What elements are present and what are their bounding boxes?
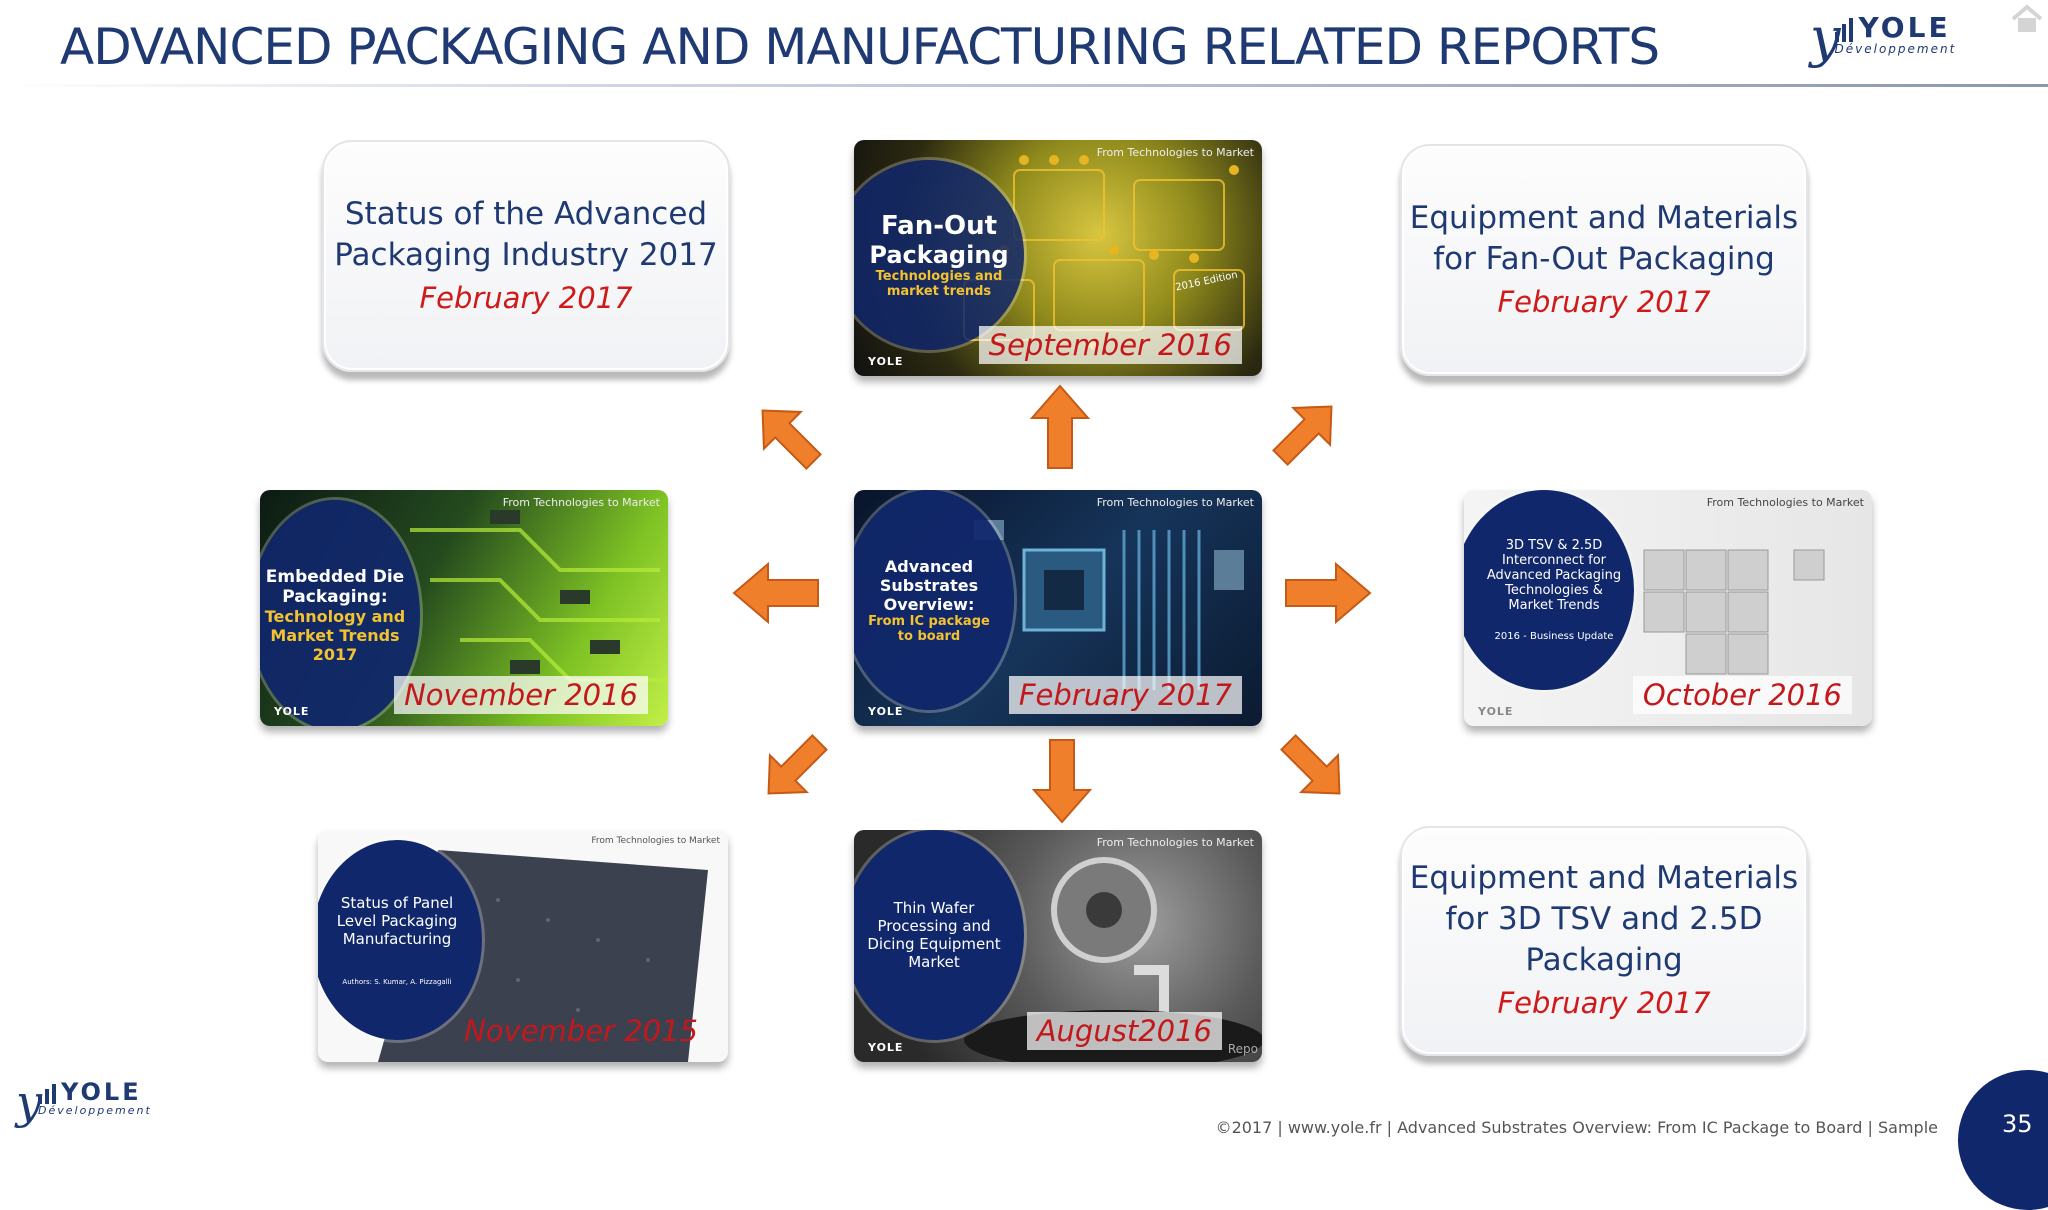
cover-subtitle: From IC package: [868, 613, 990, 629]
report-date: August2016: [1026, 1012, 1222, 1050]
cover-subtitle: Technology and: [264, 606, 406, 626]
report-card-3dtsv-equipment[interactable]: Equipment and Materials for 3D TSV and 2…: [1400, 826, 1808, 1056]
arrow-down-left-icon: [767, 734, 828, 795]
cover-authors: Authors: S. Kumar, A. Pizzagalli: [342, 978, 452, 986]
cover-subtitle: market trends: [886, 284, 992, 299]
home-icon[interactable]: [2010, 4, 2044, 34]
cover-title: Advanced Packaging: [1486, 568, 1622, 583]
footer-text: ©2017 | www.yole.fr | Advanced Substrate…: [1215, 1118, 1938, 1137]
cubes-image: [1643, 549, 1825, 675]
cover-title: Level Packaging: [336, 912, 458, 930]
report-date: February 2017: [1497, 986, 1711, 1020]
report-card-advanced-packaging-status[interactable]: Status of the Advanced Packaging Industr…: [322, 140, 730, 372]
cover-title: Dicing Equipment: [867, 935, 1001, 953]
cover-subtitle: Market Trends: [1508, 598, 1600, 613]
cover-title: Processing and: [877, 917, 991, 935]
cover-title: Packaging: [869, 241, 1009, 269]
report-cover-embedded-die[interactable]: Embedded Die Packaging: Technology and M…: [260, 490, 668, 726]
motherboard-image: [974, 520, 1244, 690]
report-title-line: for Fan-Out Packaging: [1433, 240, 1775, 277]
report-date: November 2016: [394, 676, 648, 714]
arrow-right-icon: [1285, 561, 1372, 625]
slide-title: ADVANCED PACKAGING AND MANUFACTURING REL…: [60, 18, 1660, 76]
cover-title-circle: Fan-Out Packaging Technologies and marke…: [854, 160, 1024, 350]
cover-title: Overview:: [883, 594, 975, 614]
arrow-up-icon: [1029, 384, 1091, 469]
report-cover-advanced-substrates[interactable]: Advanced Substrates Overview: From IC pa…: [854, 490, 1262, 726]
title-divider: [0, 84, 2048, 87]
report-title-line: Equipment and Materials: [1409, 199, 1799, 236]
cover-tagline: From Technologies to Market: [1096, 496, 1254, 509]
cover-title: Market: [908, 953, 960, 971]
cover-title: Embedded Die: [265, 566, 405, 587]
report-date: October 2016: [1632, 676, 1852, 714]
arrow-up-right-icon: [1272, 405, 1333, 466]
cover-title: Substrates: [879, 575, 979, 595]
arrow-down-right-icon: [1280, 734, 1341, 795]
report-date: February 2017: [1497, 284, 1711, 319]
cover-logo: YOLE: [274, 705, 310, 718]
cover-title: Interconnect for: [1501, 553, 1607, 568]
cover-title: Thin Wafer: [893, 899, 975, 917]
cover-title: Fan-Out: [880, 211, 998, 241]
report-date: February 2017: [1008, 676, 1242, 714]
cover-subtitle: Technologies &: [1505, 583, 1603, 598]
cover-title: Status of Panel: [340, 894, 454, 912]
cover-title: Packaging:: [282, 586, 388, 607]
report-title-line: Packaging Industry 2017: [334, 236, 718, 273]
report-date: February 2017: [419, 280, 633, 315]
cover-tagline: From Technologies to Market: [1706, 496, 1864, 509]
yole-logo-top: y YOLE Développement: [1810, 6, 1957, 69]
report-title-line: Equipment and Materials: [1409, 860, 1799, 896]
yole-logo-bottom: y YOLE Développement: [16, 1075, 152, 1129]
page-number: 35: [2002, 1110, 2033, 1138]
arrow-up-left-icon: [761, 409, 822, 470]
report-title-line: for 3D TSV and 2.5D: [1445, 901, 1763, 937]
cover-year: 2017: [312, 644, 358, 664]
cover-update: 2016 - Business Update: [1494, 631, 1614, 642]
cover-tagline: From Technologies to Market: [1096, 836, 1254, 849]
cover-tagline: From Technologies to Market: [1096, 146, 1254, 159]
cover-title-circle: Thin Wafer Processing and Dicing Equipme…: [854, 830, 1024, 1040]
page-number-badge: 35: [1958, 1070, 2048, 1210]
cover-subtitle: Technologies and: [875, 269, 1003, 284]
report-cover-thin-wafer[interactable]: Thin Wafer Processing and Dicing Equipme…: [854, 830, 1262, 1062]
cover-title: Advanced: [884, 556, 974, 576]
cover-logo: YOLE: [868, 1041, 904, 1054]
cover-title-circle: Status of Panel Level Packaging Manufact…: [318, 840, 482, 1040]
cover-logo: YOLE: [1478, 705, 1514, 718]
cover-logo: YOLE: [868, 705, 904, 718]
arrow-left-icon: [732, 561, 819, 625]
cover-corner-text: Repo: [1227, 1042, 1258, 1056]
cover-tagline: From Technologies to Market: [591, 836, 720, 846]
report-cover-panel-level[interactable]: Status of Panel Level Packaging Manufact…: [318, 830, 728, 1062]
cover-title: 3D TSV & 2.5D: [1505, 538, 1603, 553]
cover-title-circle: Advanced Substrates Overview: From IC pa…: [854, 490, 1014, 710]
cover-title-circle: Embedded Die Packaging: Technology and M…: [260, 500, 420, 726]
report-title-line: Status of the Advanced: [344, 195, 708, 232]
cover-subtitle: to board: [897, 628, 961, 644]
cover-subtitle: Market Trends: [270, 625, 400, 645]
cover-logo: YOLE: [868, 355, 904, 368]
report-title-line: Packaging: [1525, 942, 1683, 978]
cover-title: Manufacturing: [342, 930, 452, 948]
report-cover-3dtsv[interactable]: 3D TSV & 2.5D Interconnect for Advanced …: [1464, 490, 1872, 726]
report-card-fanout-equipment[interactable]: Equipment and Materials for Fan-Out Pack…: [1400, 144, 1808, 376]
arrow-down-icon: [1031, 739, 1093, 824]
cover-tagline: From Technologies to Market: [502, 496, 660, 509]
cover-title-circle: 3D TSV & 2.5D Interconnect for Advanced …: [1464, 490, 1634, 690]
report-date: November 2015: [464, 1014, 698, 1048]
report-cover-fanout[interactable]: Fan-Out Packaging Technologies and marke…: [854, 140, 1262, 376]
report-date: September 2016: [978, 326, 1242, 364]
